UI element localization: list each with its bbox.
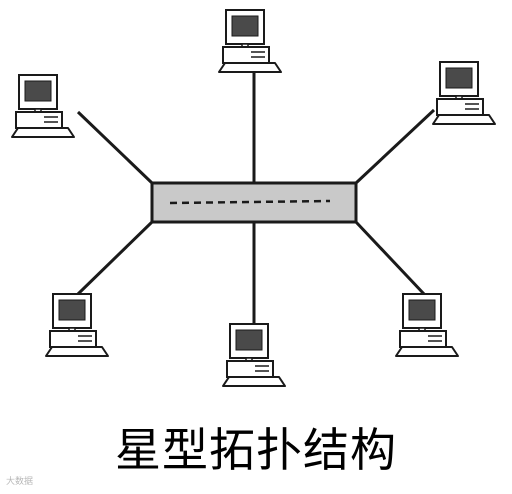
link-upper-right (354, 108, 436, 185)
computer-upper-right (432, 61, 496, 125)
hub-dashed-line (169, 199, 331, 205)
watermark: 大数据 (6, 477, 34, 487)
computer-lower-right (395, 293, 459, 357)
connection-lines (76, 72, 436, 324)
computer-bottom (222, 323, 286, 387)
link-lower-left (76, 220, 154, 296)
link-lower-right (354, 220, 426, 296)
computer-upper-left (11, 74, 75, 138)
computer-lower-left (45, 293, 109, 357)
diagram-caption: 星型拓扑结构 (115, 423, 397, 477)
link-upper-left (76, 110, 154, 185)
computer-top (218, 9, 282, 73)
hub-switch (150, 181, 358, 224)
